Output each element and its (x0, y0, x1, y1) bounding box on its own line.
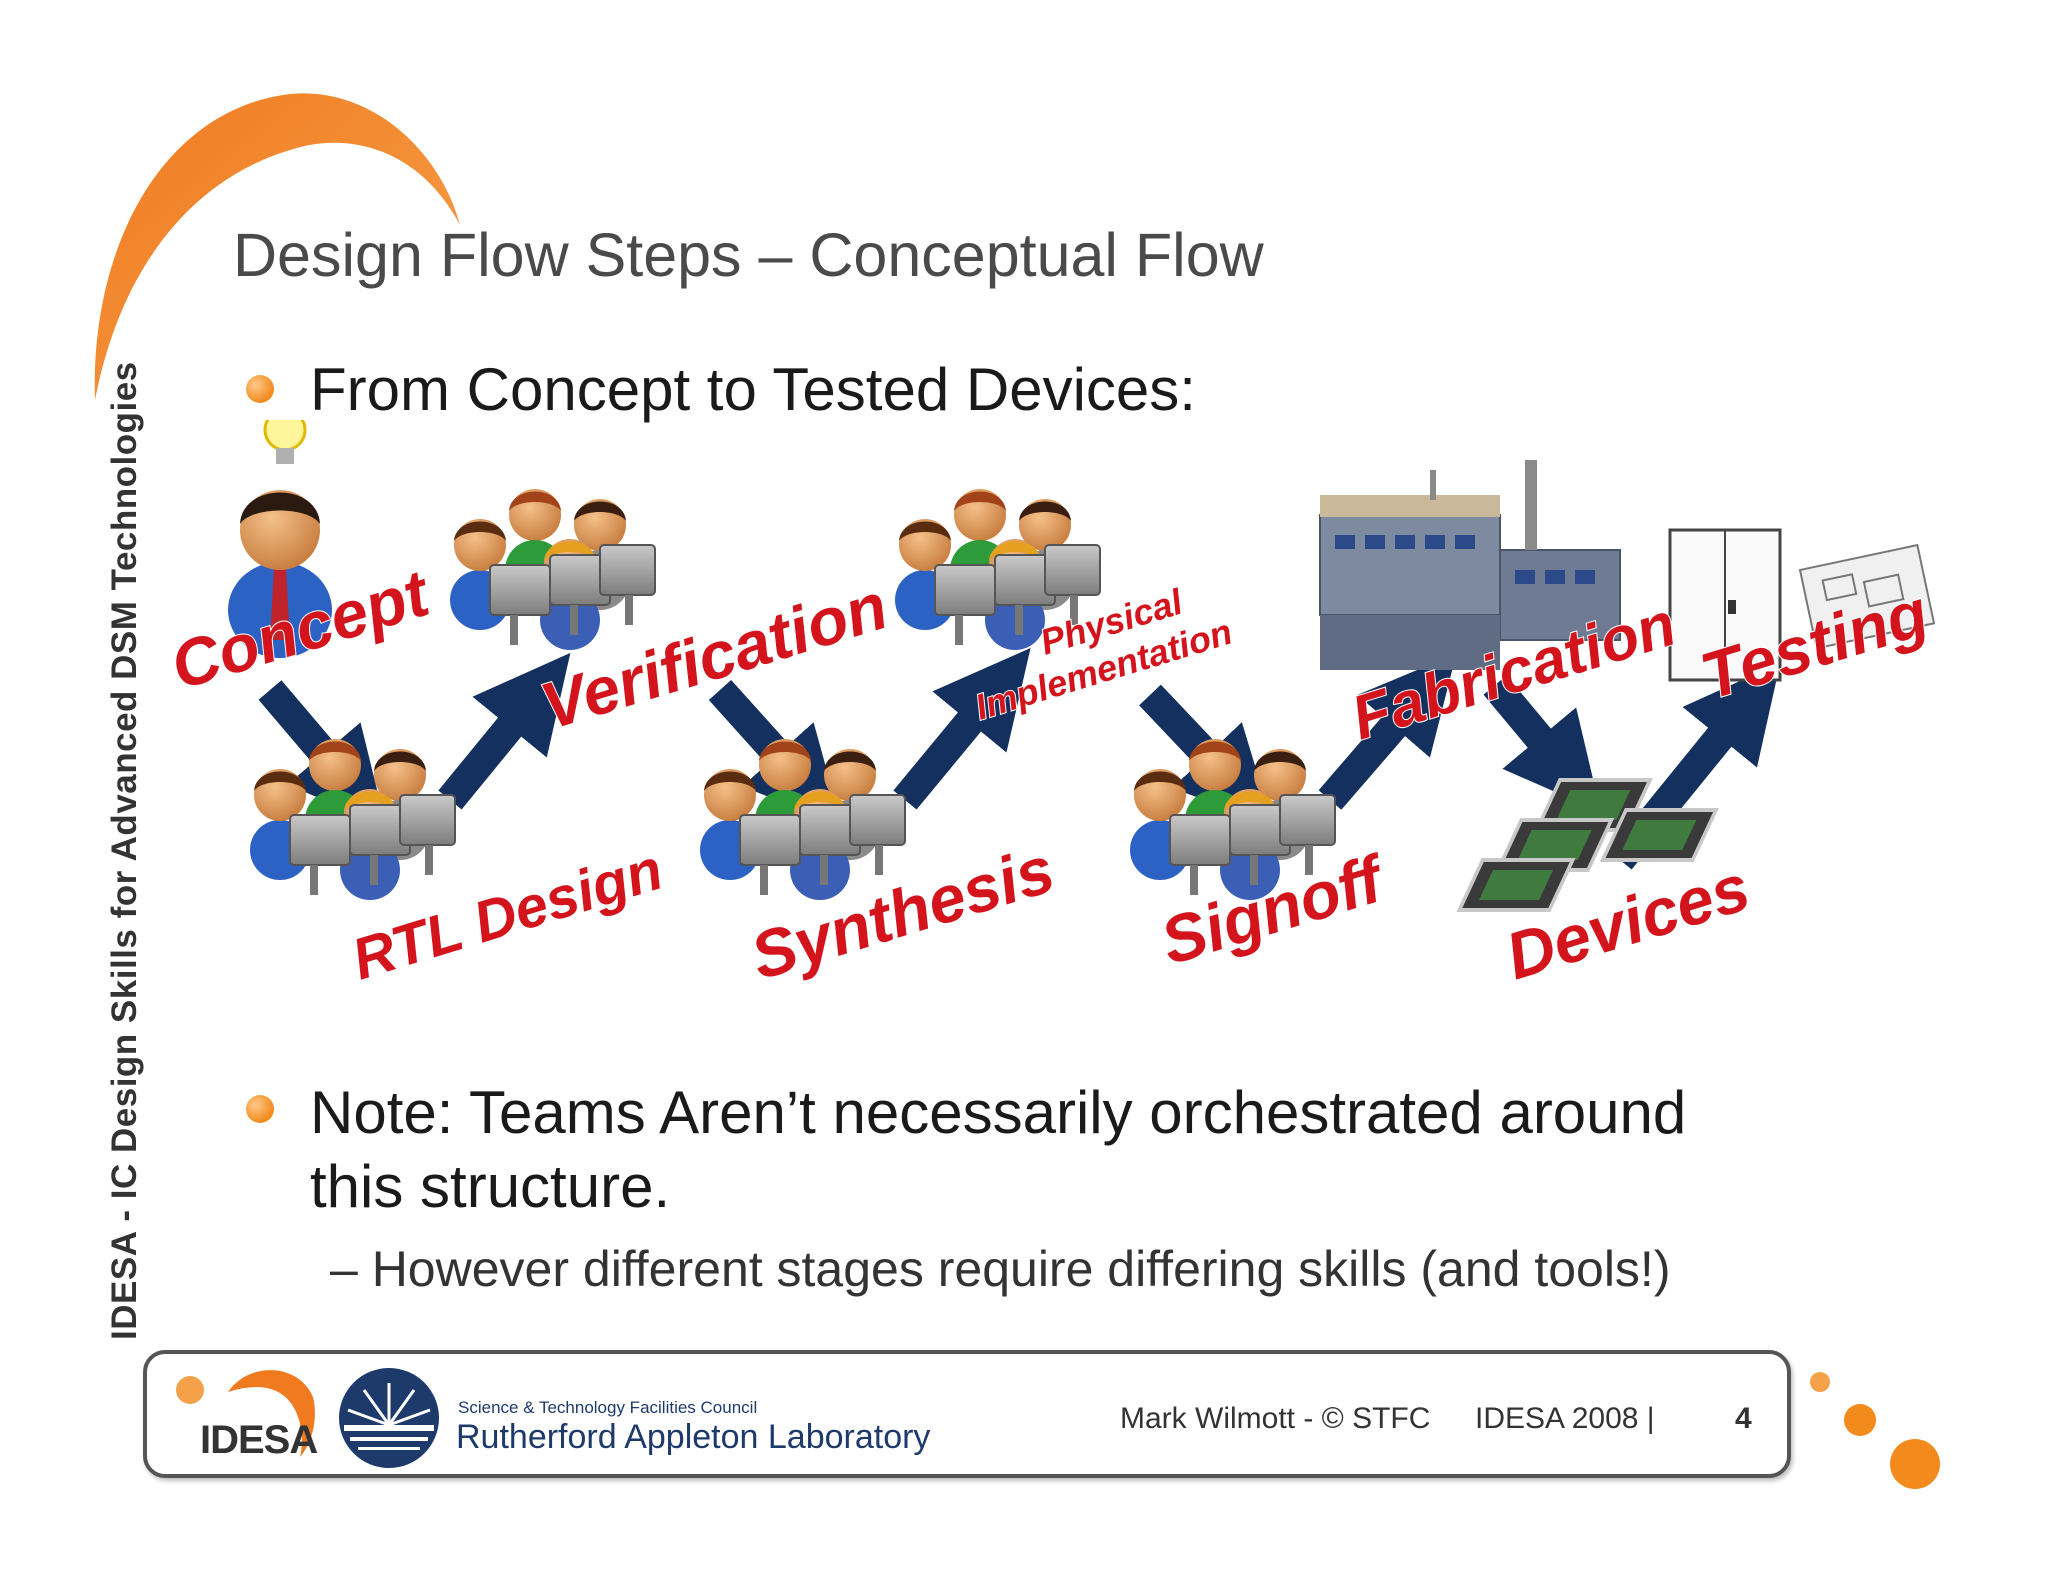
arrow-signoff-to-fabrication (1318, 653, 1457, 810)
slide-title: Design Flow Steps – Conceptual Flow (233, 221, 1264, 289)
design-flow-diagram: Concept RTL Design Verification Synthesi… (161, 420, 1937, 994)
stfc-emblem-icon (339, 1368, 439, 1468)
tester-cabinet-icon (1668, 528, 1782, 682)
bullet-text-2-line2: this structure. (310, 1153, 671, 1220)
idesa-logo-icon (176, 1370, 315, 1457)
chips-icon (1456, 778, 1719, 912)
side-caption: IDESA - IC Design Skills for Advanced DS… (105, 361, 144, 1340)
arrow-synthesis-to-physical (893, 647, 1031, 810)
orange-arc-decoration (94, 93, 460, 401)
bullet-dot-2 (246, 1095, 274, 1123)
rtl-team-icon (250, 739, 455, 900)
bullet-text-1: From Concept to Tested Devices: (310, 356, 1196, 423)
arrow-fabrication-to-devices (1483, 675, 1601, 812)
footer-credit: Mark Wilmott - © STFC (1120, 1402, 1431, 1435)
test-board-icon (1798, 543, 1936, 650)
bullet-text-2-line1: Note: Teams Aren’t necessarily orchestra… (310, 1079, 1687, 1146)
page-number: 4 (1735, 1402, 1752, 1435)
synthesis-team-icon (700, 739, 905, 900)
concept-person-icon (228, 490, 332, 658)
lab-name: Rutherford Appleton Laboratory (456, 1418, 931, 1456)
footer-event: IDESA 2008 | (1475, 1402, 1655, 1435)
orange-dots-decoration (1810, 1372, 1940, 1489)
lightbulb-icon (263, 420, 307, 464)
idesa-logo-text: IDESA (200, 1418, 318, 1462)
bullet-dot-1 (246, 375, 274, 403)
arrow-rtl-to-verification (438, 652, 571, 810)
verification-team-icon (450, 489, 655, 650)
council-name: Science & Technology Facilities Council (458, 1398, 758, 1417)
sub-bullet-text: – However different stages require diffe… (330, 1241, 1671, 1297)
factory-icon (1319, 460, 1621, 670)
